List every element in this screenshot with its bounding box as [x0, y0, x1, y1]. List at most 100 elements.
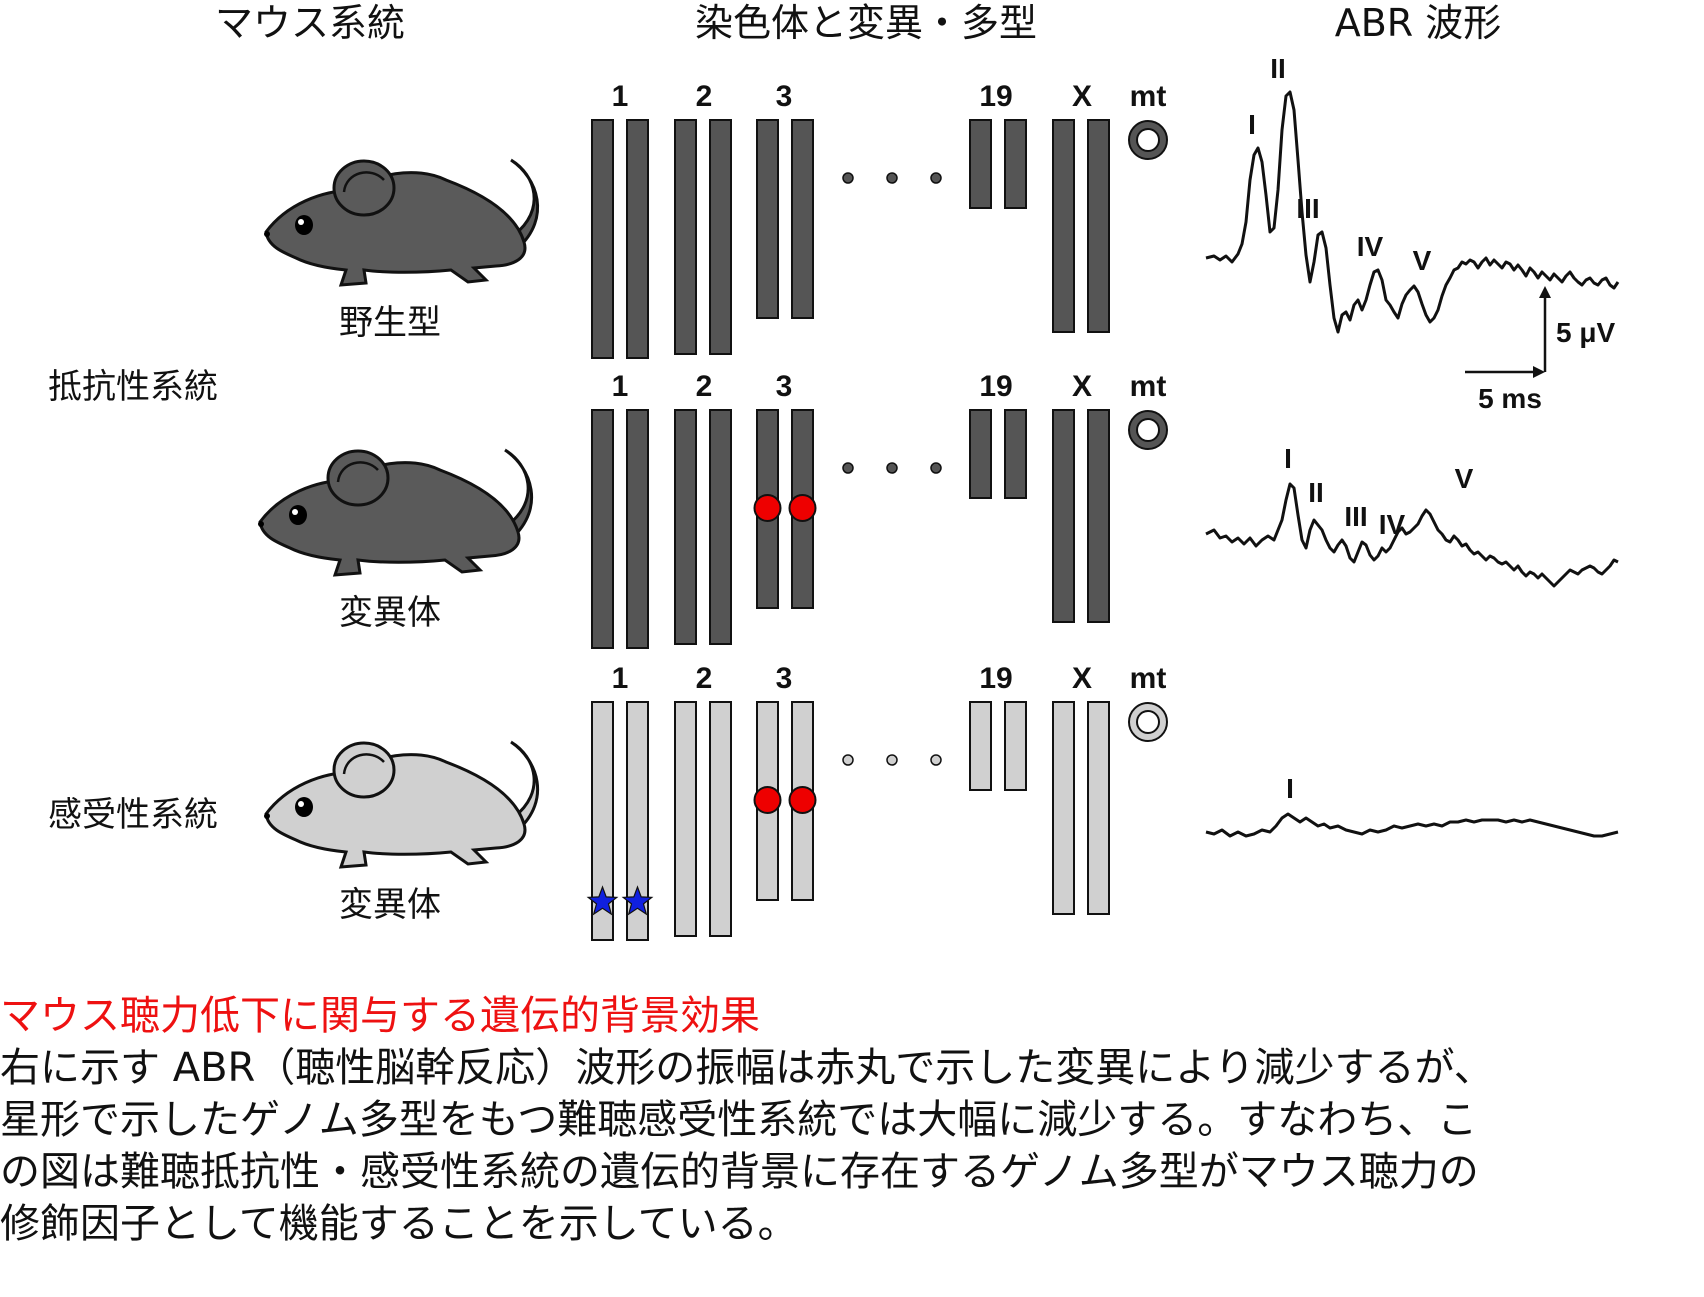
chromosome-1-copy-1 — [591, 409, 614, 649]
chromosome-label-X: X — [1072, 80, 1092, 113]
ellipsis-dot-2 — [886, 172, 898, 184]
chromosome-X-copy-2 — [1087, 119, 1110, 333]
chromosome-label-3: 3 — [776, 662, 793, 695]
mouse-label: 変異体 — [339, 593, 441, 633]
peak-label-mut-5: V — [1455, 463, 1474, 494]
chromosome-2-copy-2 — [709, 409, 732, 645]
abr-trace-mutant-susceptible — [1205, 812, 1619, 838]
chromosome-19-copy-2 — [1004, 409, 1027, 499]
chromosome-1-copy-2 — [626, 119, 649, 359]
figure-caption: マウス聴力低下に関与する遺伝的背景効果 右に示す ABR（聴性脳幹反応）波形の振… — [0, 990, 1704, 1250]
chromosome-label-19: 19 — [979, 370, 1012, 403]
mutation-marker — [753, 494, 782, 522]
caption-line-1: 右に示す ABR（聴性脳幹反応）波形の振幅は赤丸で示した変異により減少するが、 — [0, 1045, 1494, 1091]
chromosome-X-copy-1 — [1052, 119, 1075, 333]
abr-scale-bar: 5 μV 5 ms — [1465, 286, 1615, 414]
peak-label-mut-4: IV — [1379, 509, 1406, 540]
chromosome-1-copy-2 — [626, 409, 649, 649]
caption-line-2: 星形で示したゲノム多型をもつ難聴感受性系統では大幅に減少する。すなわち、こ — [0, 1097, 1478, 1143]
mitochondrial-dna-ring-fill — [1130, 412, 1166, 448]
ellipsis-dot-3 — [930, 172, 942, 184]
chromosome-label-mt: mt — [1130, 80, 1167, 113]
chromosome-label-1: 1 — [612, 370, 629, 403]
genetic-background-figure: マウス系統 染色体と変異・多型 ABR 波形 抵抗性系統 感受性系統 野生型 1 2… — [48, 1, 1620, 941]
chromosome-X-copy-1 — [1052, 701, 1075, 915]
chromosome-label-2: 2 — [696, 370, 713, 403]
peak-label-wt-4: IV — [1357, 231, 1384, 262]
peak-label-sus-1: I — [1286, 773, 1294, 804]
chromosome-label-1: 1 — [612, 662, 629, 695]
chromosome-label-mt: mt — [1130, 370, 1167, 403]
strain-group-susceptible: 感受性系統 — [48, 795, 218, 835]
chromosome-X-copy-2 — [1087, 701, 1110, 915]
mitochondrial-dna-ring-fill — [1130, 122, 1166, 158]
mutation-marker — [753, 786, 782, 814]
ellipsis-dot-3 — [930, 462, 942, 474]
scale-time-label: 5 ms — [1478, 383, 1542, 414]
strain-group-resistant: 抵抗性系統 — [48, 367, 218, 407]
header-chromosomes: 染色体と変異・多型 — [695, 1, 1037, 45]
peak-label-mut-3: III — [1344, 501, 1367, 532]
ellipsis-dot-2 — [886, 462, 898, 474]
header-strain: マウス系統 — [215, 1, 405, 45]
chromosome-2-copy-1 — [674, 119, 697, 355]
chromosome-19-copy-2 — [1004, 701, 1027, 791]
peak-label-wt-2: II — [1270, 53, 1286, 84]
chromosome-label-19: 19 — [979, 80, 1012, 113]
chromosome-label-3: 3 — [776, 80, 793, 113]
mouse-label: 変異体 — [339, 885, 441, 925]
caption-title: マウス聴力低下に関与する遺伝的背景効果 — [0, 993, 760, 1039]
abr-waveforms — [1205, 90, 1620, 838]
polymorphism-star-icon — [621, 885, 654, 916]
scale-arrow-right-icon — [1533, 366, 1545, 378]
peak-label-mut-2: II — [1308, 477, 1324, 508]
header-abr: ABR 波形 — [1335, 1, 1502, 45]
ellipsis-dot-1 — [842, 754, 854, 766]
chromosome-X-copy-1 — [1052, 409, 1075, 623]
ellipsis-dot-1 — [842, 172, 854, 184]
chromosome-label-2: 2 — [696, 80, 713, 113]
chromosome-19-copy-1 — [969, 409, 992, 499]
chromosome-1-copy-1 — [591, 119, 614, 359]
chromosome-label-2: 2 — [696, 662, 713, 695]
mouse-icon — [262, 158, 540, 287]
caption-line-3: の図は難聴抵抗性・感受性系統の遺伝的背景に存在するゲノム多型がマウス聴力の — [0, 1149, 1479, 1195]
chromosome-label-X: X — [1072, 370, 1092, 403]
chromosome-2-copy-2 — [709, 701, 732, 937]
peak-label-wt-1: I — [1248, 109, 1256, 140]
chromosome-X-copy-2 — [1087, 409, 1110, 623]
peak-label-wt-5: V — [1413, 245, 1432, 276]
mouse-icon — [256, 448, 534, 577]
chromosome-2-copy-1 — [674, 701, 697, 937]
ellipsis-dot-1 — [842, 462, 854, 474]
chromosome-label-mt: mt — [1130, 662, 1167, 695]
abr-trace-mutant-resistant — [1205, 482, 1619, 588]
chromosome-label-1: 1 — [612, 80, 629, 113]
chromosome-2-copy-2 — [709, 119, 732, 355]
chromosome-1-copy-2 — [626, 701, 649, 941]
mouse-label: 野生型 — [339, 303, 441, 343]
polymorphism-star-icon — [586, 885, 619, 916]
scale-amplitude-label: 5 μV — [1556, 317, 1615, 348]
chromosome-19-copy-1 — [969, 701, 992, 791]
mutation-marker — [788, 786, 817, 814]
chromosome-label-X: X — [1072, 662, 1092, 695]
caption-line-4: 修飾因子として機能することを示している。 — [0, 1201, 798, 1247]
chromosome-1-copy-1 — [591, 701, 614, 941]
chromosome-19-copy-2 — [1004, 119, 1027, 209]
chromosome-label-19: 19 — [979, 662, 1012, 695]
chromosome-label-3: 3 — [776, 370, 793, 403]
mutation-marker — [788, 494, 817, 522]
chromosome-3-copy-2 — [791, 119, 814, 319]
peak-label-mut-1: I — [1284, 443, 1292, 474]
abr-trace-wildtype — [1205, 90, 1620, 334]
chromosome-3-copy-1 — [756, 119, 779, 319]
chromosome-19-copy-1 — [969, 119, 992, 209]
ellipsis-dot-2 — [886, 754, 898, 766]
ellipsis-dot-3 — [930, 754, 942, 766]
peak-label-wt-3: III — [1296, 193, 1319, 224]
